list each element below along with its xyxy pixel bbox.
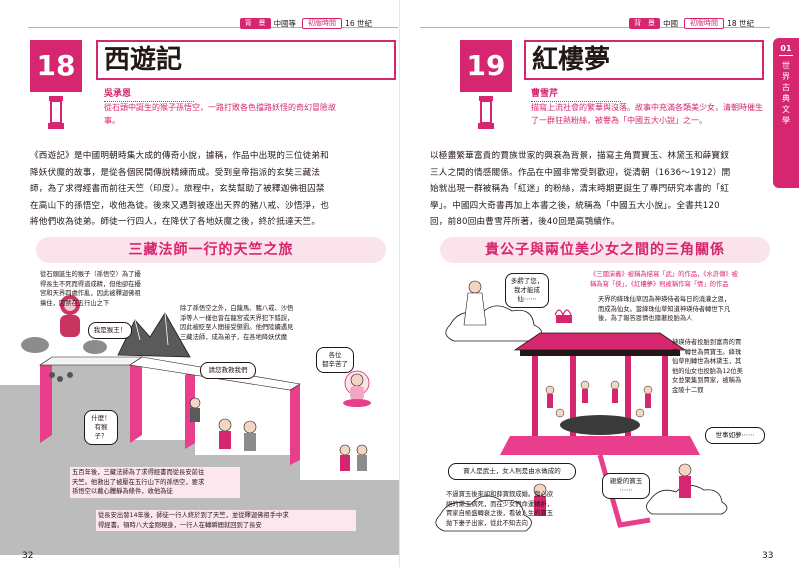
left-note-disciples: 除了孫悟空之外，白龍馬、豬八戒、沙悟 淨等人一樣也曾在龍宮或天界犯下錯誤， 因此…: [180, 305, 294, 341]
right-note-reincarnation: 神瑛侍者投胎到富貴的賈 家，轉世為賈寶玉。絳珠 仙草則轉世為林黛玉，其 他的仙女…: [672, 339, 743, 394]
bubble-world-dream: 世事如夢⋯⋯: [705, 427, 765, 444]
left-author: 吳承恩: [104, 86, 194, 102]
right-body-text: 以極盡繁華富貴的賈族世家的興衰為背景，描寫主角賈寶玉、林黛玉和薛寶釵 三人之間的…: [430, 151, 731, 227]
right-note-three-novels: 《三國演義》被稱為描寫「武」的作品，《水滸傳》被 稱為寫「俠」，《紅樓夢》則被稱…: [590, 271, 738, 288]
right-author: 曹雪芹: [531, 86, 621, 102]
left-section-banner: 三藏法師一行的天竺之旅: [36, 237, 386, 263]
left-body-text: 《西遊記》是中國明朝時集大成的傳奇小說，據稱，作品中出現的三位徒弟和 降妖伏魔的…: [30, 151, 329, 227]
right-page-number: 33: [762, 551, 774, 561]
left-book-title: 西遊記: [96, 40, 396, 80]
left-region: 中國等: [273, 19, 297, 28]
left-note-fourteen-years: 從長安出發14年後，師徒一行人終於到了天竺，並從釋迦佛祖手中求 得經書。頓時八大…: [96, 510, 356, 531]
pillar-icon: [48, 96, 64, 129]
right-region: 中國: [663, 19, 679, 28]
bubble-men-women: 寶人是武士，女人則是由水做成的: [448, 463, 576, 480]
right-chapter-number: 19: [460, 40, 512, 92]
side-tab-number: 01: [779, 44, 793, 56]
right-era: 18 世紀: [727, 19, 754, 28]
left-chapter-number: 18: [30, 40, 82, 92]
page-gutter: [399, 0, 400, 567]
left-summary: 從石頭中誕生的猴子孫悟空，一路打敗各色擋路妖怪的奇幻冒險故 事。: [104, 103, 336, 125]
pillar-icon: [478, 96, 494, 129]
left-page-number: 32: [22, 551, 34, 561]
right-tag-first-edition: 初版時間: [684, 18, 725, 29]
left-tag-background: 背 景: [239, 18, 271, 29]
right-book-title: 紅樓夢: [524, 40, 764, 80]
bubble-monkey-king: 我是猴王！: [88, 322, 132, 339]
right-note-ending: 不過寶玉後來卻和薛寶釵成婚。傷心欲 絕的黛玉病死，而在少女們命運轉折， 賈家自極…: [446, 491, 554, 527]
bubble-what-monkey: 什麼！ 有猴子？: [84, 410, 118, 445]
left-note-five-hundred-years: 五百年後，三藏法師為了求得經書而從長安前往 天竺。他救出了被壓在五行山下的孫悟空…: [70, 467, 240, 498]
right-section-banner: 貴公子與兩位美少女之間的三角關係: [440, 237, 770, 263]
right-tag-background: 背 景: [629, 18, 661, 29]
right-summary: 描寫上流社會的繁華與沒落。故事中充滿各類美少女，清朝時催生 了一群狂熱粉絲，被譽…: [531, 103, 763, 125]
bubble-save-us: 請您救救我們: [200, 362, 256, 379]
side-tab-label: 世界古典文學: [782, 61, 790, 125]
left-era: 16 世紀: [345, 19, 372, 28]
bubble-fairy-thanks: 多虧了您， 我才能成 仙⋯⋯: [505, 273, 549, 308]
right-note-crimson-pearl: 天界的絳珠仙草因為神瑛侍者每日的澆灌之恩， 而成為仙女。當絳珠仙草知道神瑛侍者轉…: [598, 296, 731, 322]
bubble-buddha: 各位 都辛苦了: [316, 347, 354, 373]
chapter-side-tab[interactable]: 01 世界古典文學: [773, 38, 799, 188]
left-note-monkey-origin: 從石頭誕生的猴子（孫悟空）為了擾 得長生不死而得道成精，但他卻在擾 宮和天界四處…: [40, 271, 141, 307]
mansion-illustration: [435, 280, 728, 532]
bubble-dear-baoyu: 親愛的寶玉 ⋯⋯: [602, 473, 650, 499]
left-tag-first-edition: 初版時間: [302, 18, 343, 29]
